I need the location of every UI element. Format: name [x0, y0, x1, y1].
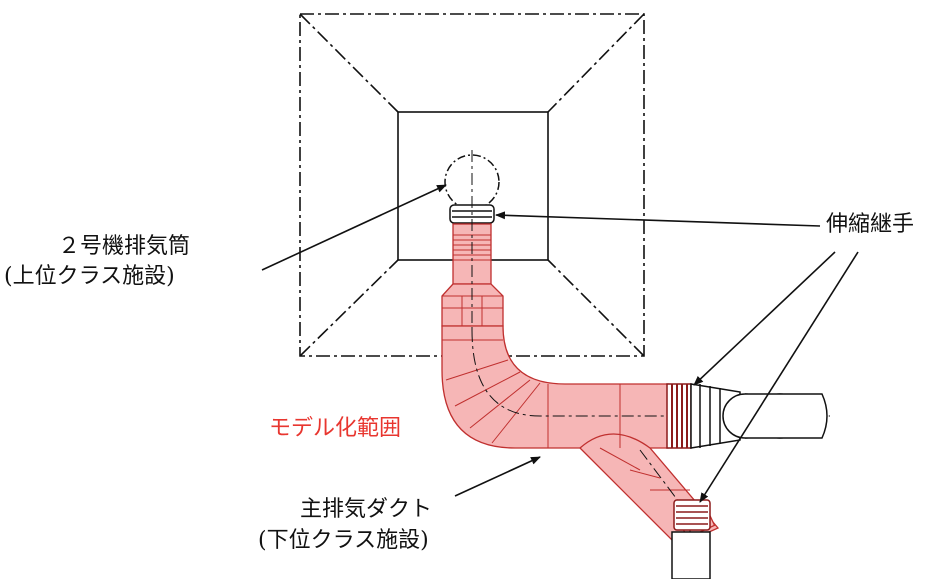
right-expansion-joint — [666, 383, 692, 449]
stack-class-label: (上位クラス施設) — [4, 264, 175, 289]
leader-lines — [261, 184, 859, 503]
arrow-to-right-joint — [693, 251, 836, 386]
expansion-joint-label: 伸縮継手 — [826, 212, 915, 237]
foundation-diagonal-tr — [547, 13, 645, 113]
lower-duct-outside-range — [671, 531, 711, 579]
arrow-to-lower-joint — [699, 251, 859, 503]
exhaust-stack-circle — [444, 154, 500, 210]
foundation-diagonal-tl — [299, 13, 399, 113]
duct-class-label: (下位クラス施設) — [258, 528, 429, 553]
lower-expansion-joint — [673, 499, 711, 531]
arrow-to-stack — [261, 184, 447, 271]
duct-label: 主排気ダクト — [300, 497, 433, 522]
foundation-diagonal-bl — [299, 259, 399, 357]
arrow-to-upper-joint — [495, 211, 821, 227]
duct-elbow-and-trunk — [441, 325, 669, 449]
stack-label: ２号機排気筒 — [58, 234, 191, 259]
model-range-label: モデル化範囲 — [269, 416, 402, 441]
right-duct-outside-range — [690, 383, 828, 449]
foundation-diagonal-br — [547, 259, 645, 357]
arrow-to-duct — [454, 456, 541, 497]
